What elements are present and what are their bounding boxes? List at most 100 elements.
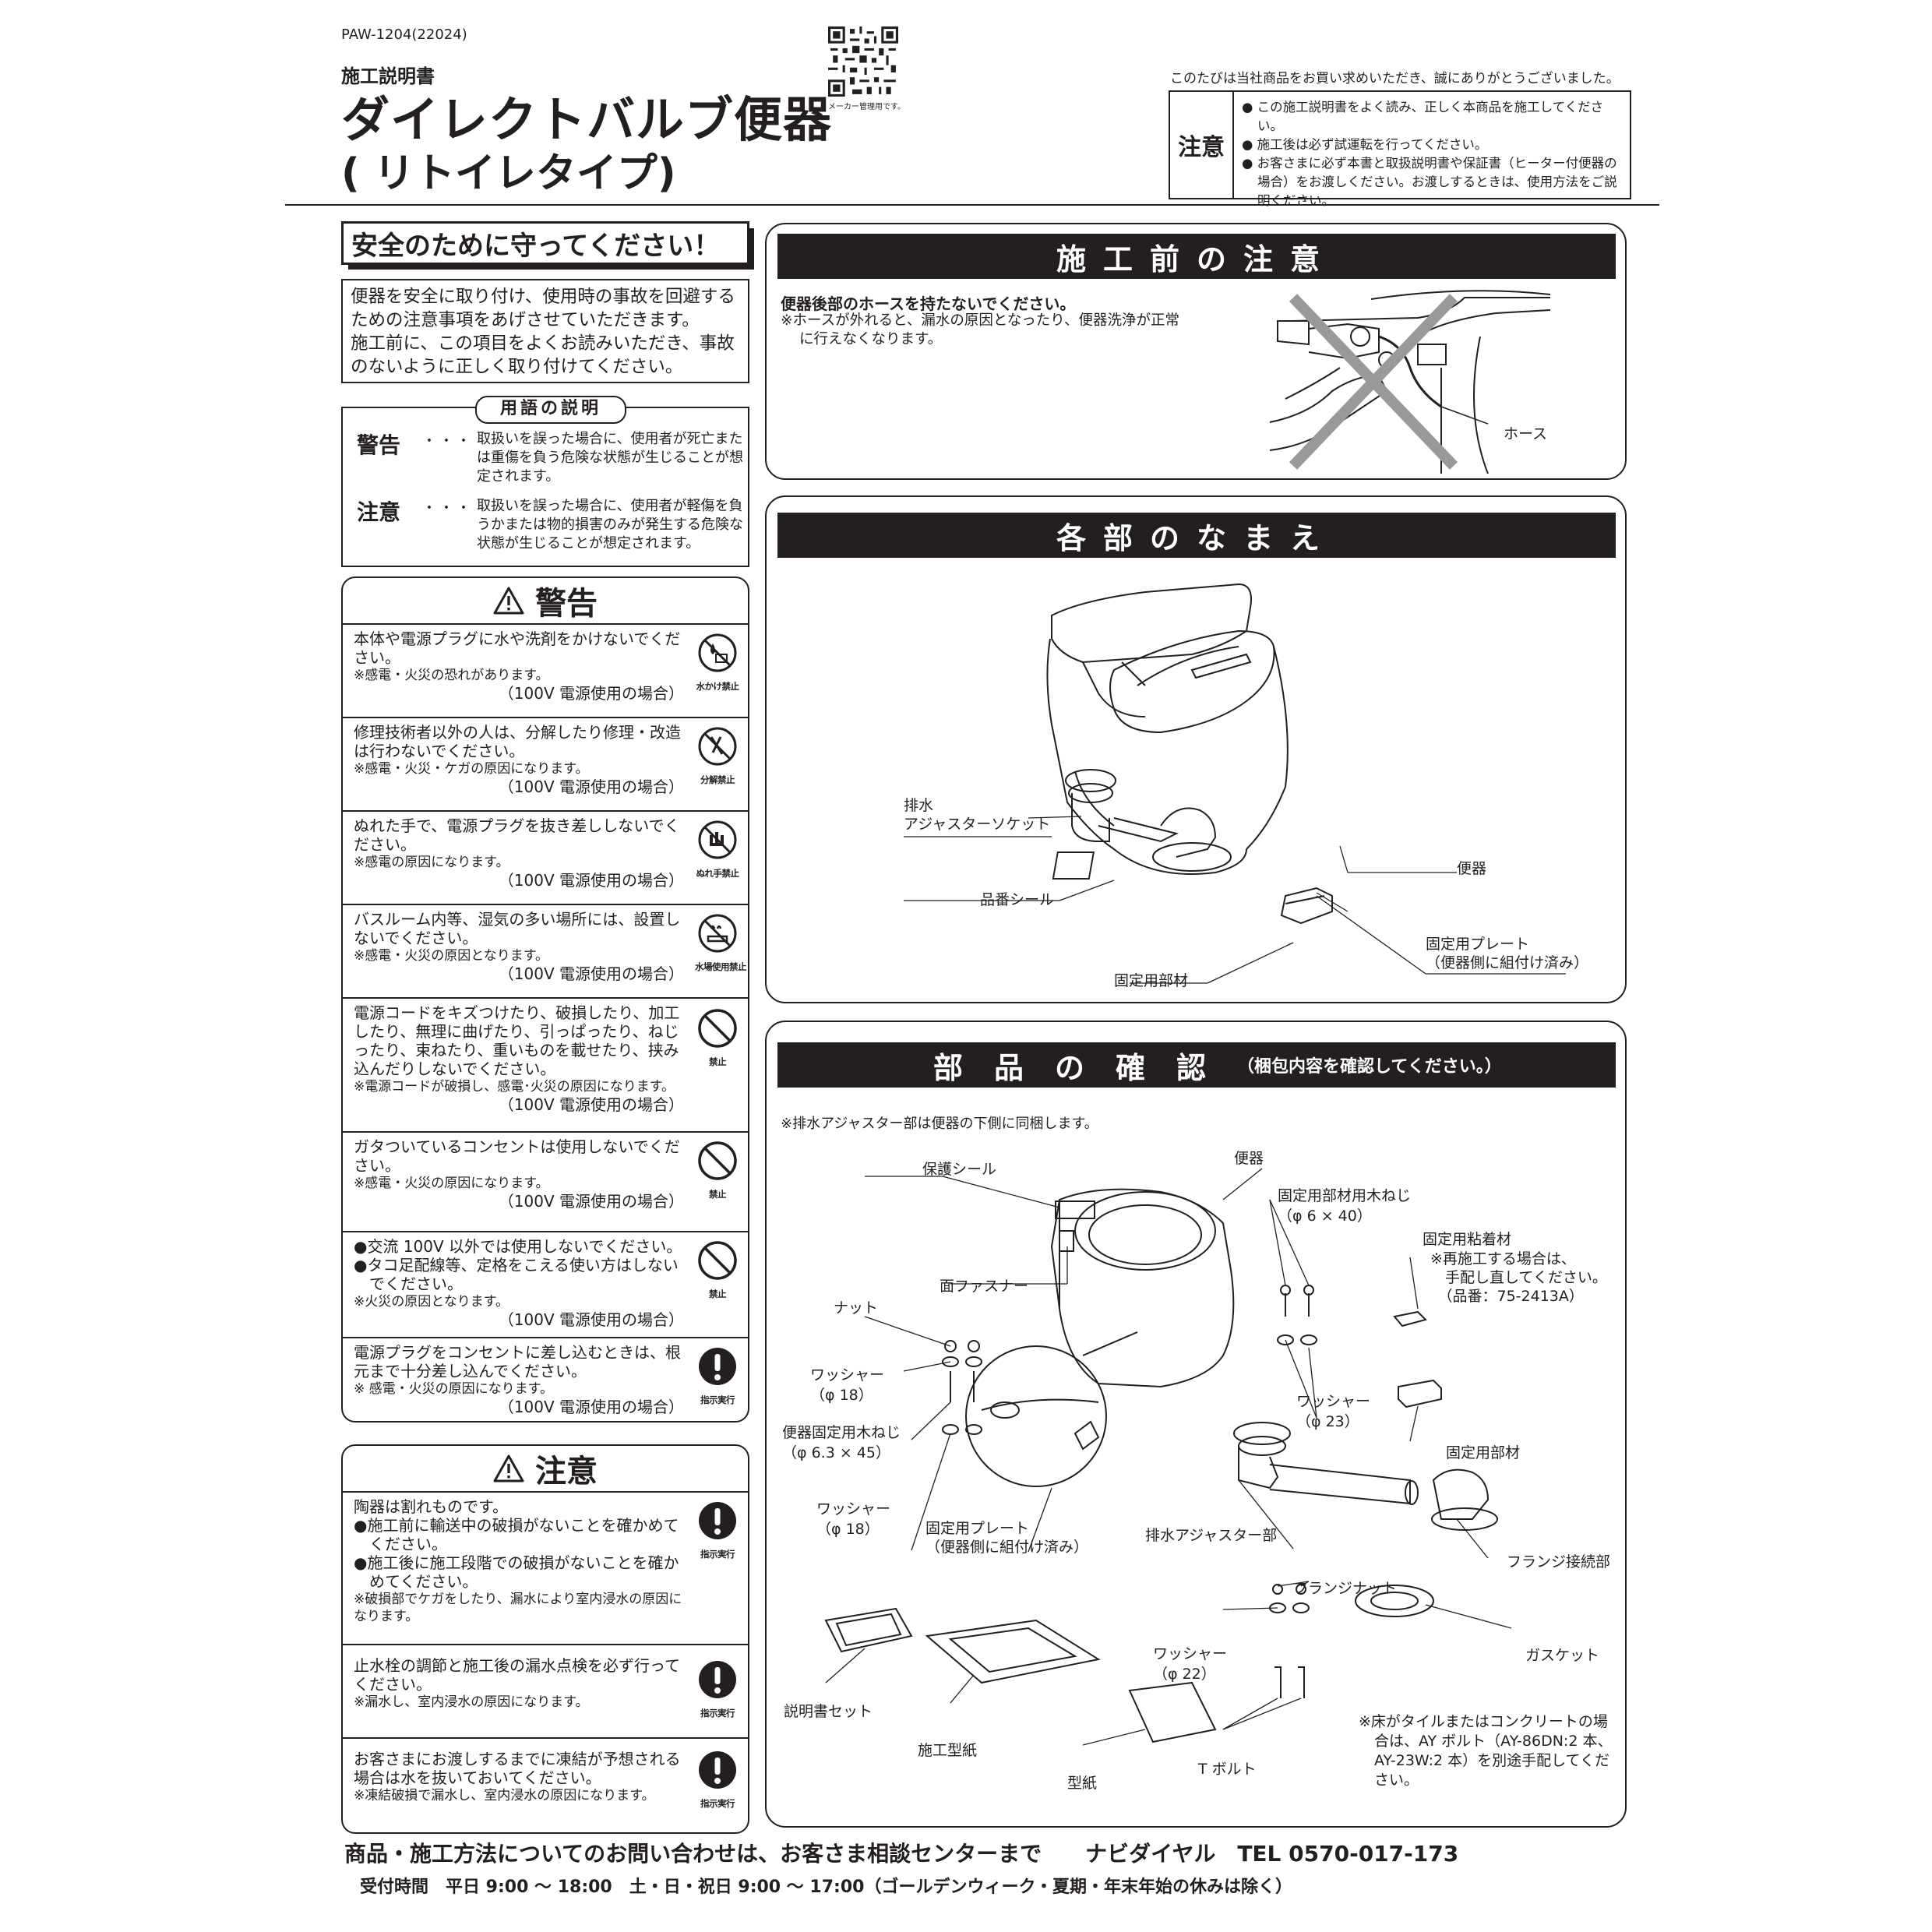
label-wood-screw-bowl: 便器固定用木ねじ （φ 6.3 × 45） xyxy=(782,1424,901,1461)
safety-title: 安全のために守ってください！ xyxy=(341,221,754,270)
label-toilet: 便器 xyxy=(1457,860,1487,877)
warning-item: ●交流 100V 以外では使用しないでください。 ●タコ足配線等、定格をこえる使… xyxy=(343,1232,748,1338)
mandatory-icon xyxy=(699,1751,736,1789)
terms-heading: 用語の説明 xyxy=(475,396,626,424)
mandatory-icon xyxy=(699,1348,736,1385)
pictogram: 指示実行 xyxy=(695,1346,740,1409)
caution-item: 止水栓の調節と施工後の漏水点検を必ず行ってください。 ※漏水し、室内浸水の原因に… xyxy=(343,1645,748,1739)
no-water-icon xyxy=(698,633,737,672)
qr-code-icon xyxy=(828,26,898,97)
label-adhesive: 固定用粘着材 xyxy=(1423,1231,1512,1248)
toilet-parts-illustration xyxy=(1028,583,1349,925)
label-wood-screw-fixing: 固定用部材用木ねじ （φ 6 × 40） xyxy=(1278,1187,1412,1225)
mandatory-icon xyxy=(699,1502,736,1539)
pictogram: 水場使用禁止 xyxy=(695,913,747,976)
before-work-note: ※ホースが外れると、漏水の原因となったり、便器洗浄が正常に行えなくなります。 xyxy=(781,312,1180,347)
warning-triangle-icon xyxy=(493,587,524,615)
safety-intro: 便器を安全に取り付け、使用時の事故を回避するための注意事項をあげさせていただきま… xyxy=(341,279,749,383)
terms-box: 用語の説明 警告 ・・・ 取扱いを誤った場合に、使用者が死亡または重傷を負う危険… xyxy=(341,396,749,567)
pictogram: 禁止 xyxy=(695,1141,740,1204)
label-t-bolt: T ボルト xyxy=(1198,1761,1257,1778)
label-washer-18b: ワッシャー （φ 18） xyxy=(816,1500,891,1538)
pictogram: 指示実行 xyxy=(695,1750,740,1813)
term-dots: ・・・ xyxy=(422,500,474,516)
warning-item: バスルーム内等、湿気の多い場所には、設置しないでください。 ※感電・火災の原因と… xyxy=(343,905,748,999)
pictogram: 禁止 xyxy=(695,1008,740,1071)
label-flange-nut: フランジナット xyxy=(1293,1580,1398,1597)
page-title: ダイレクトバルブ便器 xyxy=(341,91,833,148)
term-name: 注意 xyxy=(357,499,401,525)
term-warning: 警告 ・・・ 取扱いを誤った場合に、使用者が死亡または重傷を負う危険な状態が生じ… xyxy=(357,428,743,495)
warning-heading: 警告 xyxy=(343,578,748,625)
prohibited-icon xyxy=(698,1241,737,1280)
label-template-paper: 施工型紙 xyxy=(918,1742,978,1759)
label-nut: ナット xyxy=(834,1299,879,1317)
no-disassembly-icon xyxy=(698,727,737,766)
caution-box: 注意 陶器は割れものです。 ●施工前に輸送中の破損がないことを確かめてください。… xyxy=(341,1444,749,1834)
caution-item: お客さまにお渡しするまでに凍結が予想される場合は水を抜いておいてください。 ※凍… xyxy=(343,1739,748,1832)
prohibited-icon xyxy=(698,1141,737,1180)
caution-item: ● 施工後は必ず試運転を行ってください。 xyxy=(1242,137,1488,152)
label-washer-23: ワッシャー （φ 23） xyxy=(1296,1393,1371,1430)
no-wet-hands-icon xyxy=(698,820,737,859)
label-hose: ホース xyxy=(1504,425,1548,442)
before-work-heading: 施工前の注意 xyxy=(777,234,1616,279)
warning-box: 警告 本体や電源プラグに水や洗剤をかけないでください。 ※感電・火災の恐れがあり… xyxy=(341,576,749,1423)
label-manual-set: 説明書セット xyxy=(784,1703,873,1720)
label-pattern-paper: 型紙 xyxy=(1067,1775,1098,1792)
term-description: 取扱いを誤った場合に、使用者が死亡または重傷を負う危険な状態が生じることが想定さ… xyxy=(477,431,743,485)
warning-item: ぬれた手で、電源プラグを抜き差ししないでください。 ※感電の原因になります。 （… xyxy=(343,812,748,905)
bullet: ●施工後に施工段階での破損がないことを確かめてください。 xyxy=(354,1553,679,1591)
label-gasket: ガスケット xyxy=(1525,1647,1600,1664)
warning-item: 電源コードをキズつけたり、破損したり、加工したり、無理に曲げたり、引っぱったり、… xyxy=(343,999,748,1133)
label-washer-22: ワッシャー （φ 22） xyxy=(1153,1645,1228,1683)
warning-triangle-icon xyxy=(493,1454,524,1482)
page-subtitle: ( リトイレタイプ) xyxy=(341,150,676,197)
label-washer-18: ワッシャー （φ 18） xyxy=(810,1366,885,1404)
no-wet-place-icon xyxy=(698,914,737,953)
caution-item: 陶器は割れものです。 ●施工前に輸送中の破損がないことを確かめてください。 ●施… xyxy=(343,1493,748,1645)
label-drain-adjuster: 排水アジャスター部 xyxy=(1145,1527,1278,1544)
label-serial-seal: 品番シール xyxy=(980,891,1055,908)
header-divider xyxy=(285,204,1659,206)
tile-floor-note: ※床がタイルまたはコンクリートの場合は、AY ボルト（AY-86DN:2 本、A… xyxy=(1359,1713,1613,1789)
warning-item: 修理技術者以外の人は、分解したり修理・改造は行わないでください。 ※感電・火災・… xyxy=(343,718,748,812)
before-work-instruction: 便器後部のホースを持たないでください。 xyxy=(781,294,1076,313)
parts-check-heading: 部品の確認（梱包内容を確認してください。） xyxy=(777,1042,1616,1088)
pictogram: 水かけ禁止 xyxy=(695,633,740,696)
term-name: 警告 xyxy=(357,432,401,458)
parts-names-leaders xyxy=(904,836,1566,984)
bullet: ●施工前に輸送中の破損がないことを確かめてください。 xyxy=(354,1516,679,1553)
label-fixing-plate: 固定用プレート （便器側に組付け済み） xyxy=(1426,936,1589,971)
pictogram: 指示実行 xyxy=(695,1500,740,1564)
caution-item: ● この施工説明書をよく読み、正しく本商品を施工してください。 xyxy=(1242,100,1604,133)
parts-check-illustration xyxy=(824,1168,1512,1746)
label-fixing-material: 固定用部材 xyxy=(1114,972,1189,989)
pictogram: 分解禁止 xyxy=(695,726,740,789)
parts-check-note: ※排水アジャスター部は便器の下側に同梱します。 xyxy=(781,1116,1098,1132)
prohibited-icon xyxy=(698,1009,737,1048)
warning-item: 本体や電源プラグに水や洗剤をかけないでください。 ※感電・火災の恐れがあります。… xyxy=(343,625,748,718)
hose-warning-illustration xyxy=(1269,290,1550,474)
caution-list: ● この施工説明書をよく読み、正しく本商品を施工してください。 ● 施工後は必ず… xyxy=(1242,98,1622,210)
label-protect-seal: 保護シール xyxy=(922,1161,997,1178)
warning-item: ガタついているコンセントは使用しないでください。 ※感電・火災の原因になります。… xyxy=(343,1133,748,1232)
document-type: 施工説明書 xyxy=(341,65,435,87)
bullet: ●タコ足配線等、定格をこえる使い方はしないでください。 xyxy=(354,1256,679,1293)
warning-item: 電源プラグをコンセントに差し込むときは、根元まで十分差し込んでください。 ※ 感… xyxy=(343,1338,748,1421)
thanks-message: このたびは当社商品をお買い求めいただき、誠にありがとうございました。 xyxy=(1170,71,1620,86)
bullet: ●交流 100V 以外では使用しないでください。 xyxy=(354,1237,682,1256)
caution-item: ● お客さまに必ず本書と取扱説明書や保証書（ヒーター付便器の場合）をお渡しくださ… xyxy=(1242,156,1617,208)
term-description: 取扱いを誤った場合に、使用者が軽傷を負うかまたは物的損害のみが発生する危険な状態… xyxy=(477,498,743,552)
caution-label: 注意 xyxy=(1170,92,1234,198)
term-caution: 注意 ・・・ 取扱いを誤った場合に、使用者が軽傷を負うかまたは物的損害のみが発生… xyxy=(357,495,743,562)
mandatory-icon xyxy=(699,1661,736,1698)
pictogram: ぬれ手禁止 xyxy=(695,820,740,883)
label-toilet: 便器 xyxy=(1234,1150,1264,1167)
header-caution-box: 注意 ● この施工説明書をよく読み、正しく本商品を施工してください。 ● 施工後… xyxy=(1169,90,1631,208)
caution-heading: 注意 xyxy=(343,1446,748,1493)
label-fixing-plate: 固定用プレート （便器側に組付け済み） xyxy=(925,1520,1089,1556)
pictogram: 禁止 xyxy=(695,1240,740,1303)
before-work-panel xyxy=(765,223,1627,480)
term-dots: ・・・ xyxy=(422,433,474,450)
